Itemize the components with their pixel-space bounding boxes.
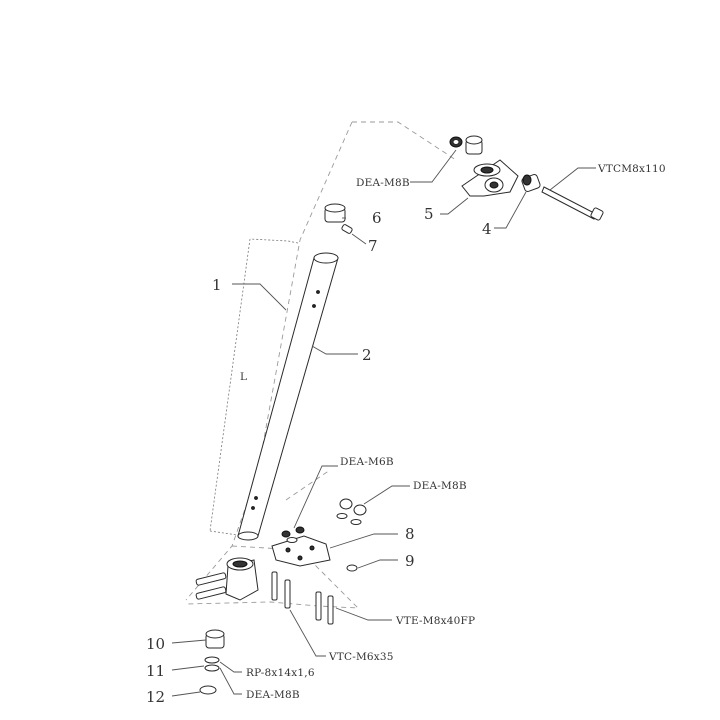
code-vte-m8x40fp: VTE-M8x40FP (395, 615, 475, 627)
leader-8 (329, 533, 398, 549)
part-11-washer (204, 656, 220, 672)
right-nuts-washers (336, 498, 367, 525)
part-number-2: 2 (362, 346, 372, 364)
leader-7 (351, 233, 367, 245)
part-number-6: 6 (372, 209, 382, 227)
bolt-vtcm8x110 (541, 186, 604, 221)
part-number-12: 12 (146, 688, 165, 706)
part-4-bushing (521, 174, 541, 192)
leader-9 (357, 559, 398, 569)
plate-nuts (281, 526, 305, 543)
part-10-bushing (205, 629, 225, 649)
leader-10 (171, 639, 207, 644)
part-12-ring (199, 685, 217, 695)
leader-11 (171, 665, 205, 671)
part-7-pin (341, 224, 353, 234)
part-number-4: 4 (482, 220, 492, 238)
leader-1 (232, 283, 287, 311)
part-number-10: 10 (146, 635, 165, 653)
code-rp-8x14x16: RP-8x14x1,6 (246, 667, 315, 679)
part-number-1: 1 (212, 276, 222, 294)
leader-vtcm8x110 (549, 167, 596, 191)
part-number-8: 8 (405, 525, 415, 543)
part-8-plate (271, 535, 331, 567)
part-5-clamp-head (461, 159, 519, 197)
code-vtcm8x110: VTCM8x110 (597, 163, 666, 175)
part-number-11: 11 (146, 662, 165, 680)
code-dea-m8b-mid: DEA-M8B (413, 480, 467, 492)
leader-vtc-m6x35 (289, 609, 326, 657)
leader-rp-8x14x16 (219, 661, 242, 673)
leader-5 (440, 197, 469, 215)
leader-12 (171, 691, 201, 697)
vte-m8x40fp-bolts (315, 591, 334, 625)
leader-4 (494, 191, 527, 229)
dimension-label: L (240, 371, 247, 383)
leader-dea-m8b-bottom (219, 667, 242, 695)
leader-2 (311, 345, 358, 355)
part-6-collar (324, 203, 346, 223)
code-dea-m8b-bottom: DEA-M8B (246, 689, 300, 701)
code-dea-m6b: DEA-M6B (340, 456, 394, 468)
code-dea-m8b-top: DEA-M8B (356, 177, 410, 189)
leader-vte-m8x40fp (335, 607, 392, 621)
part-9-washer (346, 564, 358, 572)
leader-dea-m8b-top (410, 149, 457, 183)
part-number-9: 9 (405, 552, 415, 570)
assembly-outline (185, 121, 457, 609)
top-nut (449, 136, 463, 148)
part-number-5: 5 (424, 205, 434, 223)
top-bushing (465, 135, 483, 155)
part-2-tube (237, 252, 339, 541)
part-number-7: 7 (368, 237, 378, 255)
bottom-clamp (195, 557, 259, 601)
leader-dea-m8b-mid (363, 485, 410, 505)
leader-dea-m6b (293, 465, 338, 529)
vtc-m6x35-bolts (271, 571, 291, 609)
code-vtc-m6x35: VTC-M6x35 (328, 651, 394, 663)
